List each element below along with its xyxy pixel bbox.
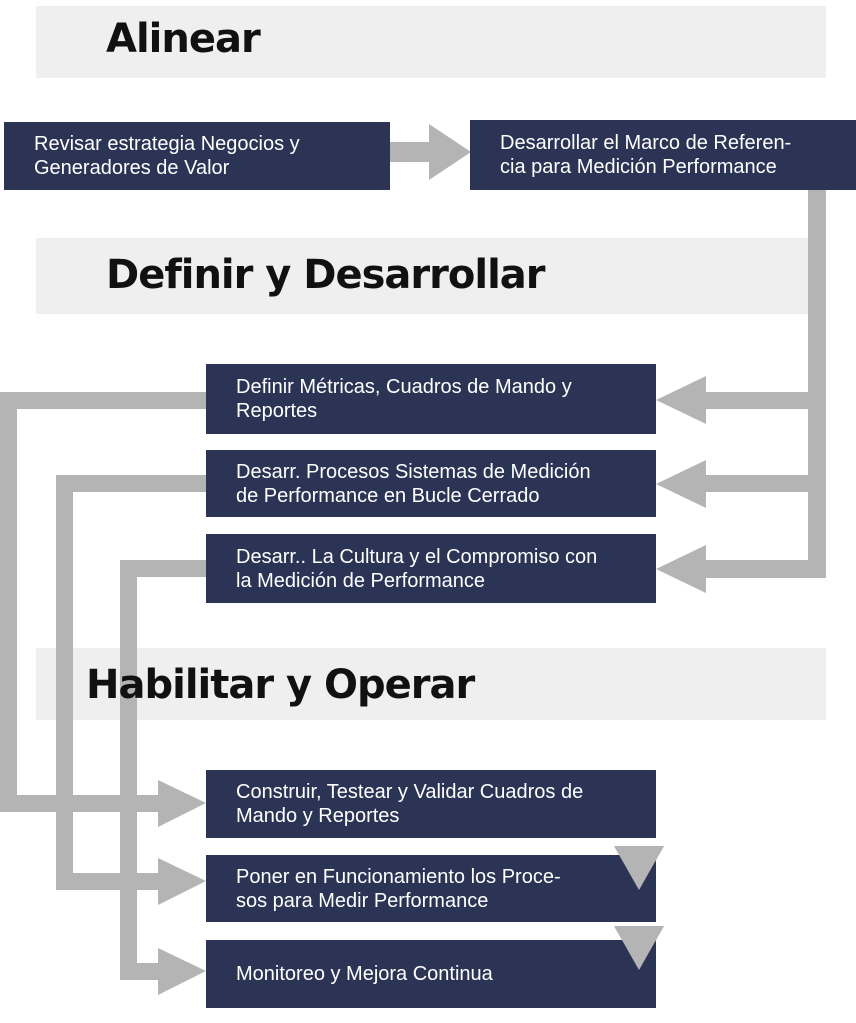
phase-band-definir: [36, 238, 826, 314]
step-box-cultura: Desarr.. La Cultura y el Compromiso con …: [206, 534, 656, 603]
arrowhead-to-metricas: [656, 376, 706, 424]
connector-metricas-vertical: [0, 392, 17, 812]
step-label-revisar: Revisar estrategia Negocios y Generadore…: [34, 133, 300, 179]
step-box-monitoreo: Monitoreo y Mejora Continua: [206, 940, 656, 1008]
step-box-procesos: Desarr. Procesos Sistemas de Medición de…: [206, 450, 656, 517]
step-label-marco: Desarrollar el Marco de Referen- cia par…: [500, 132, 792, 178]
connector-trunk-procesos-branch: [700, 475, 826, 492]
connector-procesos-vertical: [56, 475, 73, 890]
step-label-procesos: Desarr. Procesos Sistemas de Medición de…: [236, 460, 591, 507]
connector-cultura-vertical: [120, 560, 137, 980]
step-label-construir: Construir, Testear y Validar Cuadros de …: [236, 781, 584, 827]
arrowhead-to-marco: [429, 124, 471, 180]
connector-monitoreo-in: [120, 963, 160, 980]
step-box-revisar: Revisar estrategia Negocios y Generadore…: [4, 122, 390, 190]
step-label-metricas: Definir Métricas, Cuadros de Mando y Rep…: [236, 376, 572, 422]
step-box-metricas: Definir Métricas, Cuadros de Mando y Rep…: [206, 364, 656, 434]
phase-band-habilitar: [36, 648, 826, 720]
arrowhead-to-procesos: [656, 460, 706, 508]
step-label-cultura: Desarr.. La Cultura y el Compromiso con …: [236, 545, 598, 592]
phase-band-alinear: [36, 6, 826, 78]
connector-trunk-metricas-branch: [700, 392, 826, 409]
step-label-monitoreo: Monitoreo y Mejora Continua: [236, 963, 493, 985]
connector-marco-trunk: [808, 190, 826, 578]
step-box-marco: Desarrollar el Marco de Referen- cia par…: [470, 120, 856, 190]
phase-title-definir: Definir y Desarrollar: [106, 252, 545, 298]
connector-trunk-cultura-branch: [700, 560, 826, 578]
step-box-construir: Construir, Testear y Validar Cuadros de …: [206, 770, 656, 838]
arrowhead-to-construir: [158, 780, 206, 827]
step-label-poner: Poner en Funcionamiento los Proce- sos p…: [236, 865, 561, 912]
connector-revisar-marco-shaft: [389, 142, 429, 162]
arrowhead-to-monitoreo: [158, 948, 206, 995]
connector-poner-in: [56, 873, 160, 890]
phase-title-habilitar: Habilitar y Operar: [86, 662, 475, 708]
arrowhead-to-cultura: [656, 545, 706, 593]
step-box-poner: Poner en Funcionamiento los Proce- sos p…: [206, 855, 656, 922]
connector-metricas-out: [0, 392, 208, 409]
arrowhead-to-poner: [158, 858, 206, 905]
phase-title-alinear: Alinear: [106, 16, 261, 62]
connector-cultura-out: [120, 560, 208, 577]
connector-procesos-out: [56, 475, 208, 492]
